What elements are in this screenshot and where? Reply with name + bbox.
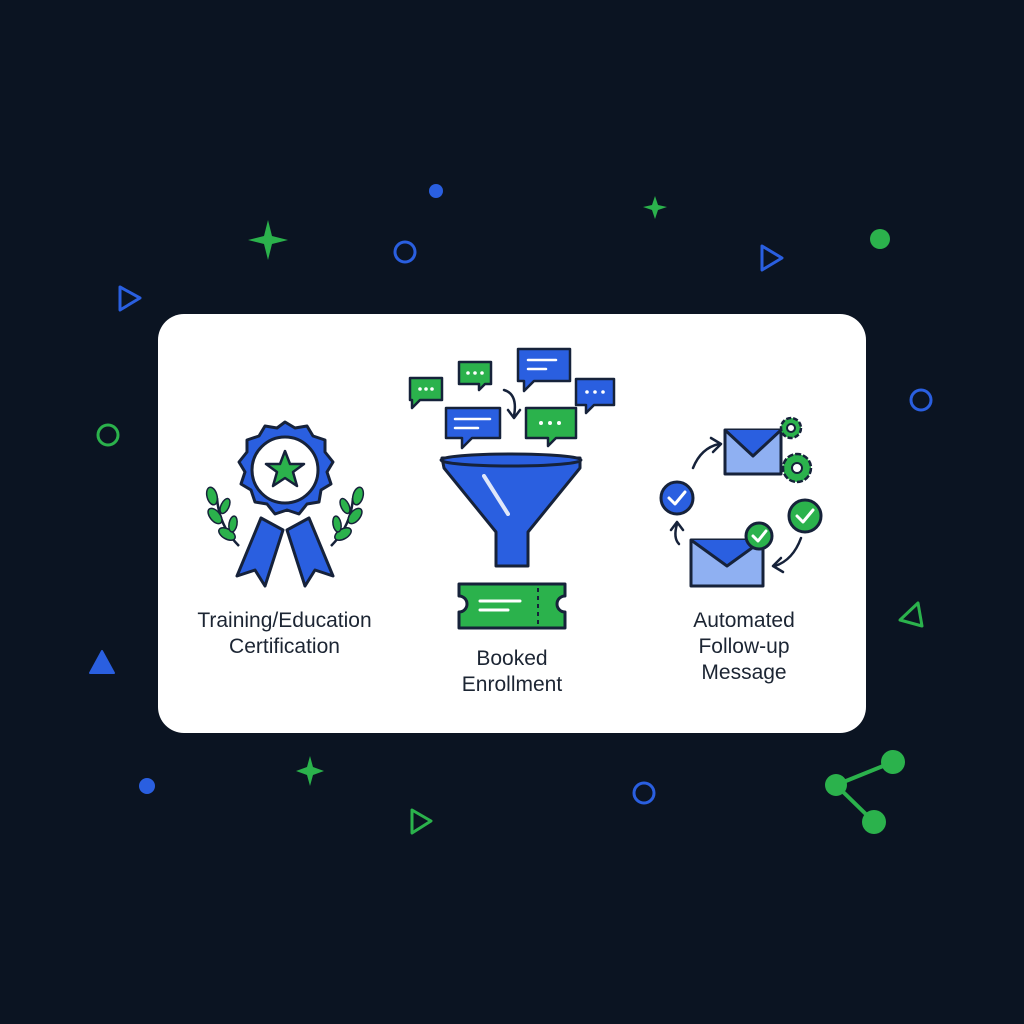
email-cycle-icon xyxy=(659,416,823,588)
decor-triangle xyxy=(118,285,142,312)
decor-ring xyxy=(96,423,120,447)
decor-sparkle-icon xyxy=(248,220,288,260)
decor-ring xyxy=(909,388,933,412)
decor-sparkle-icon xyxy=(296,756,324,786)
step-label-certification: Training/Education Certification xyxy=(197,609,372,658)
decor-sparkle-icon xyxy=(643,196,667,219)
chat-bubble-icon xyxy=(457,360,493,392)
check-badge-icon xyxy=(787,498,823,534)
decor-triangle xyxy=(89,650,115,674)
decor-ring xyxy=(393,240,417,264)
decor-triangle xyxy=(760,244,784,272)
decor-ring xyxy=(632,781,656,805)
decor-dot xyxy=(429,184,443,198)
decor-dot xyxy=(870,229,890,249)
chat-bubble-icon xyxy=(444,406,502,450)
chat-bubble-icon xyxy=(516,347,572,393)
check-badge-icon xyxy=(659,480,695,516)
chat-bubble-icon xyxy=(524,406,578,448)
gear-icon xyxy=(779,416,803,440)
share-network-icon xyxy=(825,750,905,834)
chat-bubble-icon xyxy=(574,377,616,415)
step-label-follow-up: Automated Follow-up Message xyxy=(693,609,795,684)
decor-triangle xyxy=(898,601,924,628)
envelope-icon xyxy=(723,428,783,476)
chat-bubble-icon xyxy=(408,376,444,410)
gear-icon xyxy=(781,452,813,484)
award-ribbon-icon xyxy=(205,420,365,588)
decor-triangle xyxy=(410,808,433,835)
check-badge-icon xyxy=(744,521,774,551)
decor-dot xyxy=(139,778,155,794)
process-card: Training/Education Certification xyxy=(158,314,866,733)
funnel-ticket-icon xyxy=(408,347,616,630)
step-label-enrollment: Booked Enrollment xyxy=(461,647,563,696)
